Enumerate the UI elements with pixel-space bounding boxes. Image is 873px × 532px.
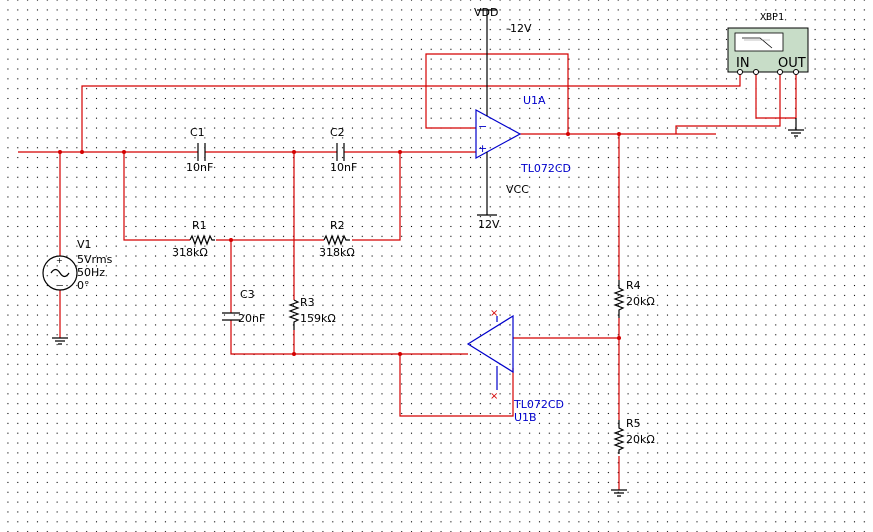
minus-sign: −: [57, 281, 64, 290]
opamp-u1b-triangle: [466, 314, 514, 374]
resistor-r3[interactable]: R3 159kΩ: [288, 296, 336, 330]
resistor-r5[interactable]: R5 20kΩ: [613, 417, 655, 454]
u1b-name: U1B: [514, 411, 537, 424]
wire-u1a-feedback[interactable]: [425, 53, 569, 134]
r3-ref: R3: [300, 296, 315, 309]
v1-phase: 0°: [77, 279, 90, 292]
ground-icon: [611, 489, 627, 497]
resistor-zigzag: [189, 234, 215, 246]
junction-dot: [58, 150, 62, 154]
bode-terminal[interactable]: [737, 69, 743, 75]
no-connect-marker: ×: [490, 391, 498, 402]
c1-value: 10nF: [186, 161, 213, 174]
junction-dot: [292, 352, 296, 356]
c2-ref: C2: [330, 126, 345, 139]
resistor-zigzag: [613, 280, 625, 318]
pos12-label: 12V: [478, 218, 500, 231]
junction-dot: [292, 150, 296, 154]
wires: [18, 53, 797, 490]
r3-value: 159kΩ: [300, 312, 336, 325]
bode-in-label: IN: [736, 56, 750, 71]
c1-ref: C1: [190, 126, 205, 139]
u1a-part: TL072CD: [520, 162, 571, 175]
opamp-u1a[interactable]: − + U1A TL072CD VDD -12V VCC 12V: [474, 6, 571, 231]
source-circle: [42, 255, 78, 291]
ground-r5: [611, 489, 627, 497]
wire-bode-out[interactable]: [675, 72, 781, 134]
v1-frequency: 50Hz: [77, 266, 105, 279]
junction-dot: [398, 150, 402, 154]
r1-ref: R1: [192, 219, 207, 232]
capacitor-plates: [222, 312, 240, 321]
u1a-name: U1A: [523, 94, 546, 107]
junction-dot: [617, 336, 621, 340]
capacitor-c1[interactable]: C1 10nF: [186, 126, 213, 174]
r5-ref: R5: [626, 417, 641, 430]
wire-bode-in[interactable]: [81, 72, 741, 152]
capacitor-c3[interactable]: C3 20nF: [222, 288, 265, 325]
bode-curve-icon: [742, 37, 773, 49]
wire-c3-u1b[interactable]: [230, 320, 468, 355]
ground-bode: [788, 118, 804, 137]
u1a-minus: −: [478, 120, 487, 133]
c3-ref: C3: [240, 288, 255, 301]
resistor-r2[interactable]: R2 318kΩ: [319, 219, 355, 259]
bode-terminal[interactable]: [777, 69, 783, 75]
bode-terminal[interactable]: [793, 69, 799, 75]
v1-ref: V1: [77, 238, 92, 251]
bode-plotter-xbp1[interactable]: XBP1 IN OUT: [727, 12, 809, 75]
bode-plotter-screen: [734, 32, 784, 52]
ground-icon: [788, 118, 804, 137]
neg12-label: -12V: [506, 22, 532, 35]
capacitor-plates: [336, 143, 345, 161]
no-connect-marker: ×: [490, 308, 498, 319]
r5-value: 20kΩ: [626, 433, 655, 446]
wire-u1b-feedback[interactable]: [399, 354, 514, 417]
r2-ref: R2: [330, 219, 345, 232]
resistor-zigzag: [288, 299, 300, 330]
wire-r1-left[interactable]: [123, 152, 190, 241]
voltage-source-v1[interactable]: + − V1 5Vrms 50Hz 0°: [42, 238, 113, 292]
wire-r2-right[interactable]: [352, 152, 401, 241]
vdd-label: VDD: [474, 6, 498, 19]
r4-value: 20kΩ: [626, 295, 655, 308]
capacitor-plates: [197, 143, 206, 161]
ground-icon: [52, 337, 68, 345]
junction-dot: [617, 132, 621, 136]
junction-dot: [566, 132, 570, 136]
resistor-r1[interactable]: R1 318kΩ: [172, 219, 215, 259]
u1b-part: TL072CD: [513, 398, 564, 411]
u1a-plus: +: [478, 142, 487, 155]
r2-value: 318kΩ: [319, 246, 355, 259]
junction-dot: [229, 238, 233, 242]
junction-dot: [122, 150, 126, 154]
resistor-zigzag: [613, 420, 625, 454]
junction-dot: [80, 150, 84, 154]
bode-out-label: OUT: [778, 56, 806, 71]
bode-terminal[interactable]: [753, 69, 759, 75]
vcc-label: VCC: [506, 183, 529, 196]
r1-value: 318kΩ: [172, 246, 208, 259]
resistor-zigzag: [323, 234, 350, 246]
resistor-r4[interactable]: R4 20kΩ: [613, 279, 655, 318]
v1-amplitude: 5Vrms: [77, 253, 113, 266]
c3-value: 20nF: [238, 312, 265, 325]
capacitor-c2[interactable]: C2 10nF: [330, 126, 357, 174]
opamp-u1a-triangle: [475, 108, 522, 160]
bode-ref: XBP1: [760, 12, 784, 23]
sine-icon: [50, 268, 70, 278]
ground-v1: [52, 337, 68, 345]
junction-dot: [398, 352, 402, 356]
plus-sign: +: [56, 256, 63, 265]
r4-ref: R4: [626, 279, 641, 292]
opamp-u1b[interactable]: × × TL072CD U1B: [466, 308, 564, 424]
c2-value: 10nF: [330, 161, 357, 174]
wire-bode-gnd-loop[interactable]: [755, 72, 797, 119]
